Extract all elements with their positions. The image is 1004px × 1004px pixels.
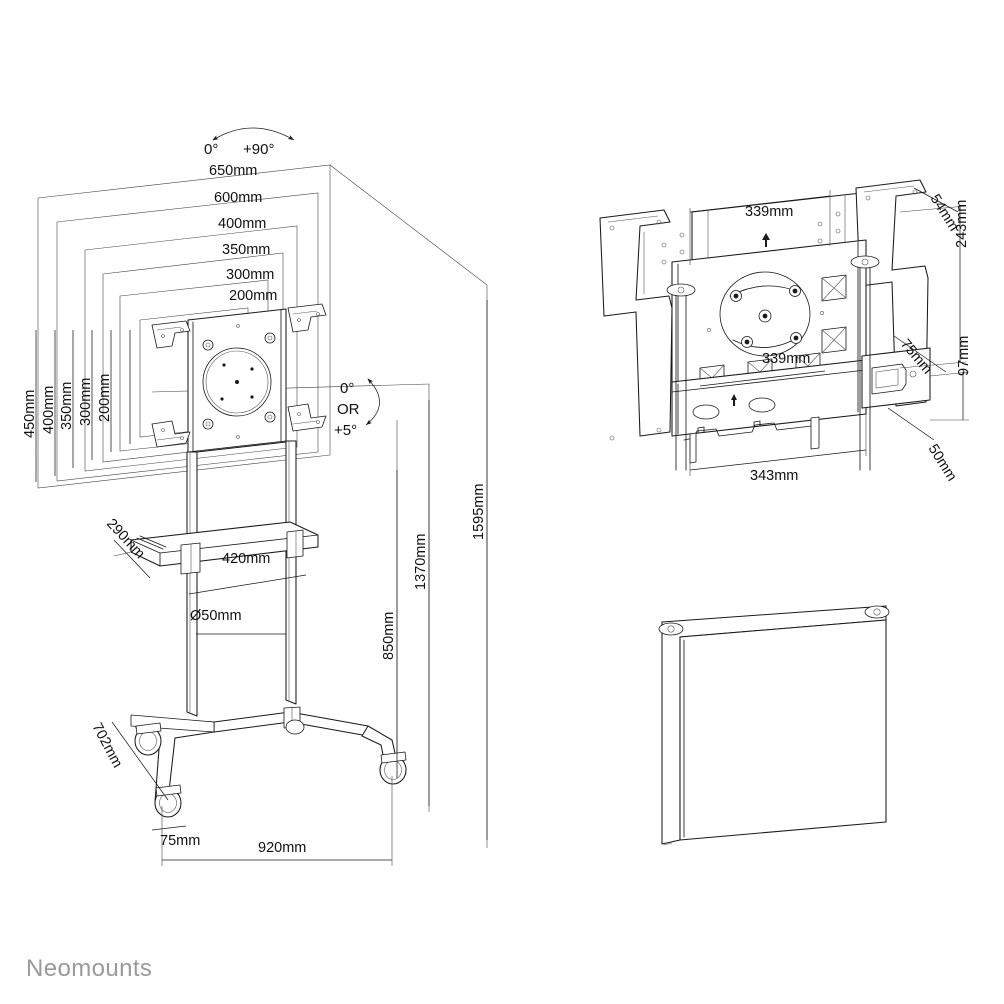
label-shelf-width: 420mm: [222, 551, 270, 567]
label-detail-lower-height: 97mm: [956, 336, 972, 376]
label-width-200: 200mm: [229, 288, 277, 304]
label-tilt-or: OR: [337, 401, 360, 418]
label-rotation-start: 0°: [204, 141, 218, 158]
display-bracket-arms: [151, 303, 327, 448]
label-height-300: 300mm: [78, 378, 94, 426]
label-column-diameter: Ø50mm: [190, 608, 242, 624]
label-tilt-5: +5°: [334, 422, 357, 439]
tilt-angle-arc: [365, 378, 380, 426]
trolley-main-view: 0° +90° 650mm 600mm 400mm 350mm 300mm 20…: [22, 127, 488, 866]
display-mount-assembly: [151, 303, 380, 454]
rotation-ring: [707, 271, 824, 357]
label-detail-plate-height: 243mm: [954, 200, 970, 248]
brand-wordmark: Neomounts: [26, 955, 153, 982]
label-detail-rail-width: 343mm: [750, 468, 798, 484]
lower-side-plate: [861, 347, 931, 409]
cover-panel-view: [658, 605, 890, 846]
dimension-labels-main: 0° +90° 650mm 600mm 400mm 350mm 300mm 20…: [22, 141, 487, 856]
caster-wheels: [134, 719, 407, 818]
label-tilt-0: 0°: [340, 380, 354, 397]
bracket-arm-left: [599, 209, 685, 441]
dimension-lines-detail: [689, 187, 970, 476]
label-base-width: 920mm: [258, 840, 306, 856]
label-width-300: 300mm: [226, 267, 274, 283]
dimension-lines-main: [35, 300, 488, 866]
label-width-400: 400mm: [218, 216, 266, 232]
label-height-450: 450mm: [22, 390, 38, 438]
label-rotation-end: +90°: [243, 141, 274, 158]
bracket-detail-view: 339mm 339mm 343mm 54mm 243mm 75mm 97mm 5…: [599, 179, 972, 485]
reference-plane: [151, 164, 488, 848]
bracket-arm-right: [817, 179, 929, 407]
rotation-disc: [202, 332, 276, 430]
label-detail-top-width: 339mm: [745, 204, 793, 220]
label-height-1595: 1595mm: [471, 484, 487, 540]
label-detail-lower-depth: 50mm: [925, 442, 960, 485]
label-width-350: 350mm: [222, 242, 270, 258]
label-width-600: 600mm: [214, 190, 262, 206]
detail-poles: [666, 255, 880, 471]
label-height-400: 400mm: [41, 386, 57, 434]
rotation-angle-arc: [212, 127, 295, 141]
label-height-850: 850mm: [381, 612, 397, 660]
trolley-base: [130, 706, 407, 818]
label-height-200: 200mm: [97, 374, 113, 422]
label-height-350: 350mm: [59, 382, 75, 430]
label-detail-plate-width: 339mm: [762, 351, 810, 367]
label-caster-offset: 75mm: [160, 833, 200, 849]
trolley-column: [186, 440, 297, 717]
label-height-1370: 1370mm: [413, 534, 429, 590]
label-width-650: 650mm: [209, 163, 257, 179]
label-base-depth: 702mm: [88, 720, 125, 770]
